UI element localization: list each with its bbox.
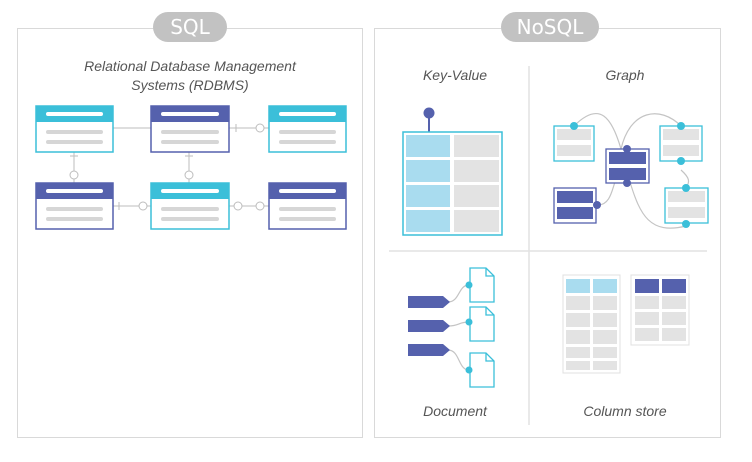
rdbms-table-2: [150, 105, 230, 153]
rdbms-connectors: [69, 123, 269, 211]
rdbms-table-5: [150, 182, 230, 230]
graph-label: Graph: [605, 67, 645, 83]
rdbms-subtitle-line1: Relational Database Management: [84, 58, 296, 74]
sql-title: SQL: [153, 12, 227, 42]
key-value-label: Key-Value: [422, 67, 488, 83]
column-store-label: Column store: [583, 403, 667, 419]
rdbms-table-1: [35, 105, 114, 153]
graph-icon: [553, 113, 709, 229]
document-icon: [408, 267, 495, 388]
column-store-icon: [562, 274, 690, 374]
document-label: Document: [423, 403, 487, 419]
key-value-icon: [402, 107, 503, 236]
sql-panel: [17, 28, 363, 438]
rdbms-subtitle-line2: Systems (RDBMS): [131, 77, 249, 93]
quadrant-dividers: [389, 66, 707, 425]
rdbms-table-6: [268, 182, 347, 230]
rdbms-table-4: [35, 182, 114, 230]
rdbms-table-3: [268, 105, 347, 153]
nosql-title: NoSQL: [501, 12, 599, 42]
